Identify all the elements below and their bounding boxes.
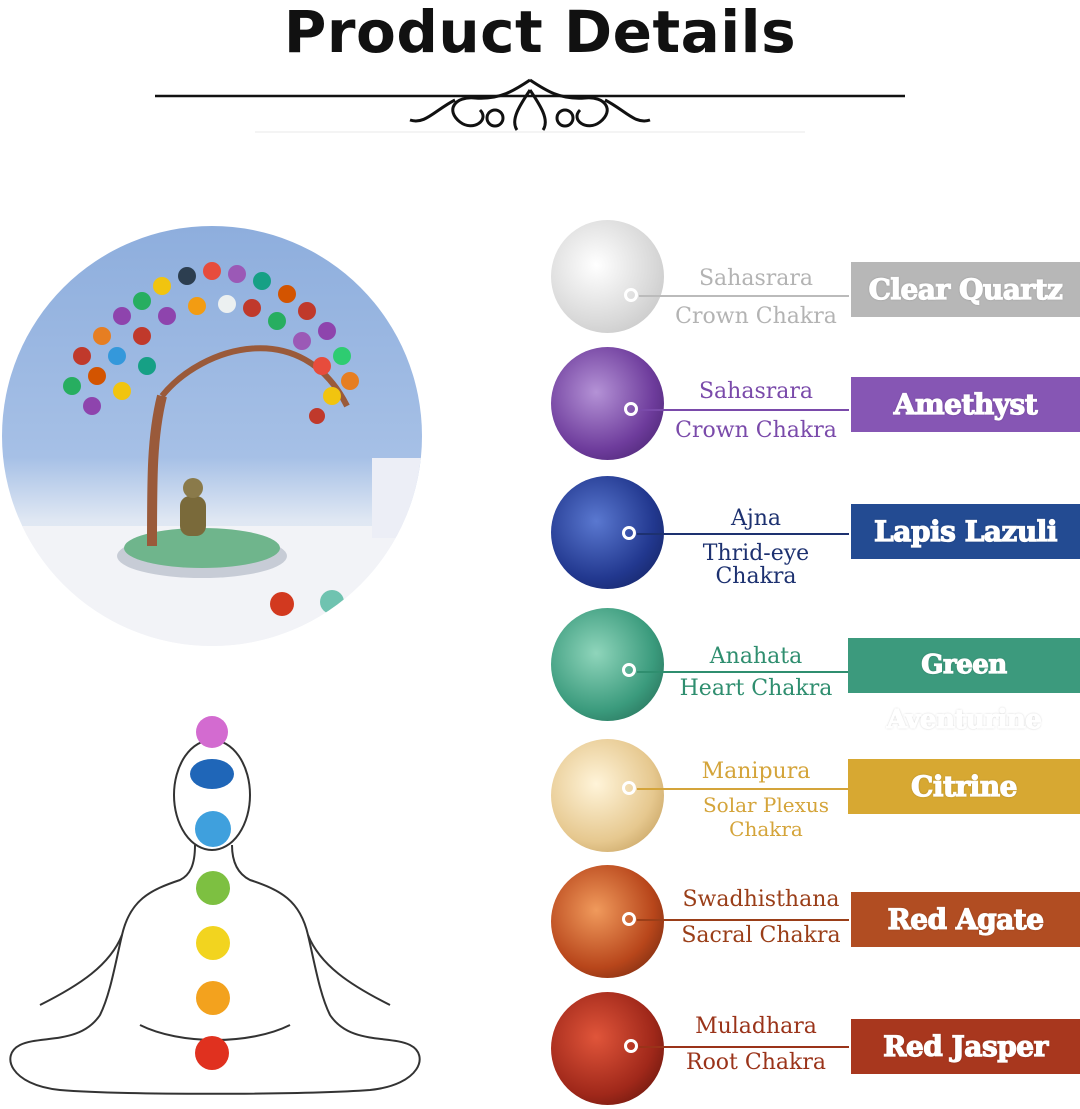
connector-dot — [624, 288, 638, 302]
chakra-sanskrit-label: Swadhisthana — [682, 887, 840, 912]
chakra-sanskrit-label: Sahasrara — [698, 266, 814, 291]
chakra-sanskrit-label: Muladhara — [695, 1014, 817, 1039]
connector-dot — [624, 1039, 638, 1053]
chakra-english-label: Heart Chakra — [679, 676, 833, 701]
connector-dot — [622, 663, 636, 677]
connector-dot — [624, 402, 638, 416]
chakra-english-label: Crown Chakra — [675, 304, 837, 329]
stone-name-badge: Lapis Lazuli — [851, 504, 1080, 559]
stone-name-badge: Amethyst — [851, 377, 1080, 432]
connector-line — [639, 295, 849, 297]
green-aventurine-image — [551, 608, 664, 721]
product-photo — [2, 226, 422, 646]
connector-dot — [622, 912, 636, 926]
connector-line — [639, 409, 849, 411]
stone-name-badge: Green Aventurine — [848, 638, 1080, 736]
chakra-sanskrit-label: Sahasrara — [698, 379, 814, 404]
red-jasper-image — [551, 992, 664, 1105]
chakra-body-illustration — [9, 716, 421, 1095]
stone-row-red-agate: Swadhisthana Sacral Chakra Red Agate — [551, 865, 1080, 980]
chakra-english-label: Sacral Chakra — [681, 923, 841, 948]
chakra-sanskrit-label: Ajna — [731, 506, 781, 531]
stone-name-badge: Red Jasper — [851, 1019, 1080, 1074]
stone-row-citrine: Manipura Solar Plexus Chakra Citrine — [551, 739, 1080, 854]
connector-line — [637, 919, 849, 921]
connector-line — [639, 1046, 849, 1048]
amethyst-image — [551, 347, 664, 460]
stone-row-green-aventurine: Anahata Heart Chakra Green Aventurine — [551, 608, 1080, 736]
stone-name-badge: Red Agate — [851, 892, 1080, 947]
clear-quartz-image — [551, 220, 664, 333]
chakra-sanskrit-label: Anahata — [709, 644, 803, 669]
citrine-image — [551, 739, 664, 852]
stone-row-lapis-lazuli: Ajna Thrid-eye Chakra Lapis Lazuli — [551, 476, 1080, 591]
chakra-english-label: Thrid-eye Chakra — [702, 541, 810, 589]
stone-row-clear-quartz: Sahasrara Crown Chakra Clear Quartz — [551, 220, 1080, 335]
chakra-english-label: Crown Chakra — [675, 418, 837, 443]
connector-line — [637, 788, 849, 790]
page-title: Product Details — [283, 0, 797, 66]
stone-row-amethyst: Sahasrara Crown Chakra Amethyst — [551, 347, 1080, 462]
chakra-english-label: Root Chakra — [686, 1050, 826, 1075]
connector-line — [637, 671, 849, 673]
ornament-divider — [155, 78, 905, 133]
connector-dot — [622, 526, 636, 540]
stone-name-badge: Citrine — [848, 759, 1080, 814]
connector-line — [637, 533, 849, 535]
stone-name-badge: Clear Quartz — [851, 262, 1080, 317]
chakra-sanskrit-label: Manipura — [701, 759, 811, 784]
connector-dot — [622, 781, 636, 795]
chakra-english-label: Solar Plexus Chakra — [702, 793, 830, 841]
stone-row-red-jasper: Muladhara Root Chakra Red Jasper — [551, 992, 1080, 1107]
lapis-lazuli-image — [551, 476, 664, 589]
red-agate-image — [551, 865, 664, 978]
